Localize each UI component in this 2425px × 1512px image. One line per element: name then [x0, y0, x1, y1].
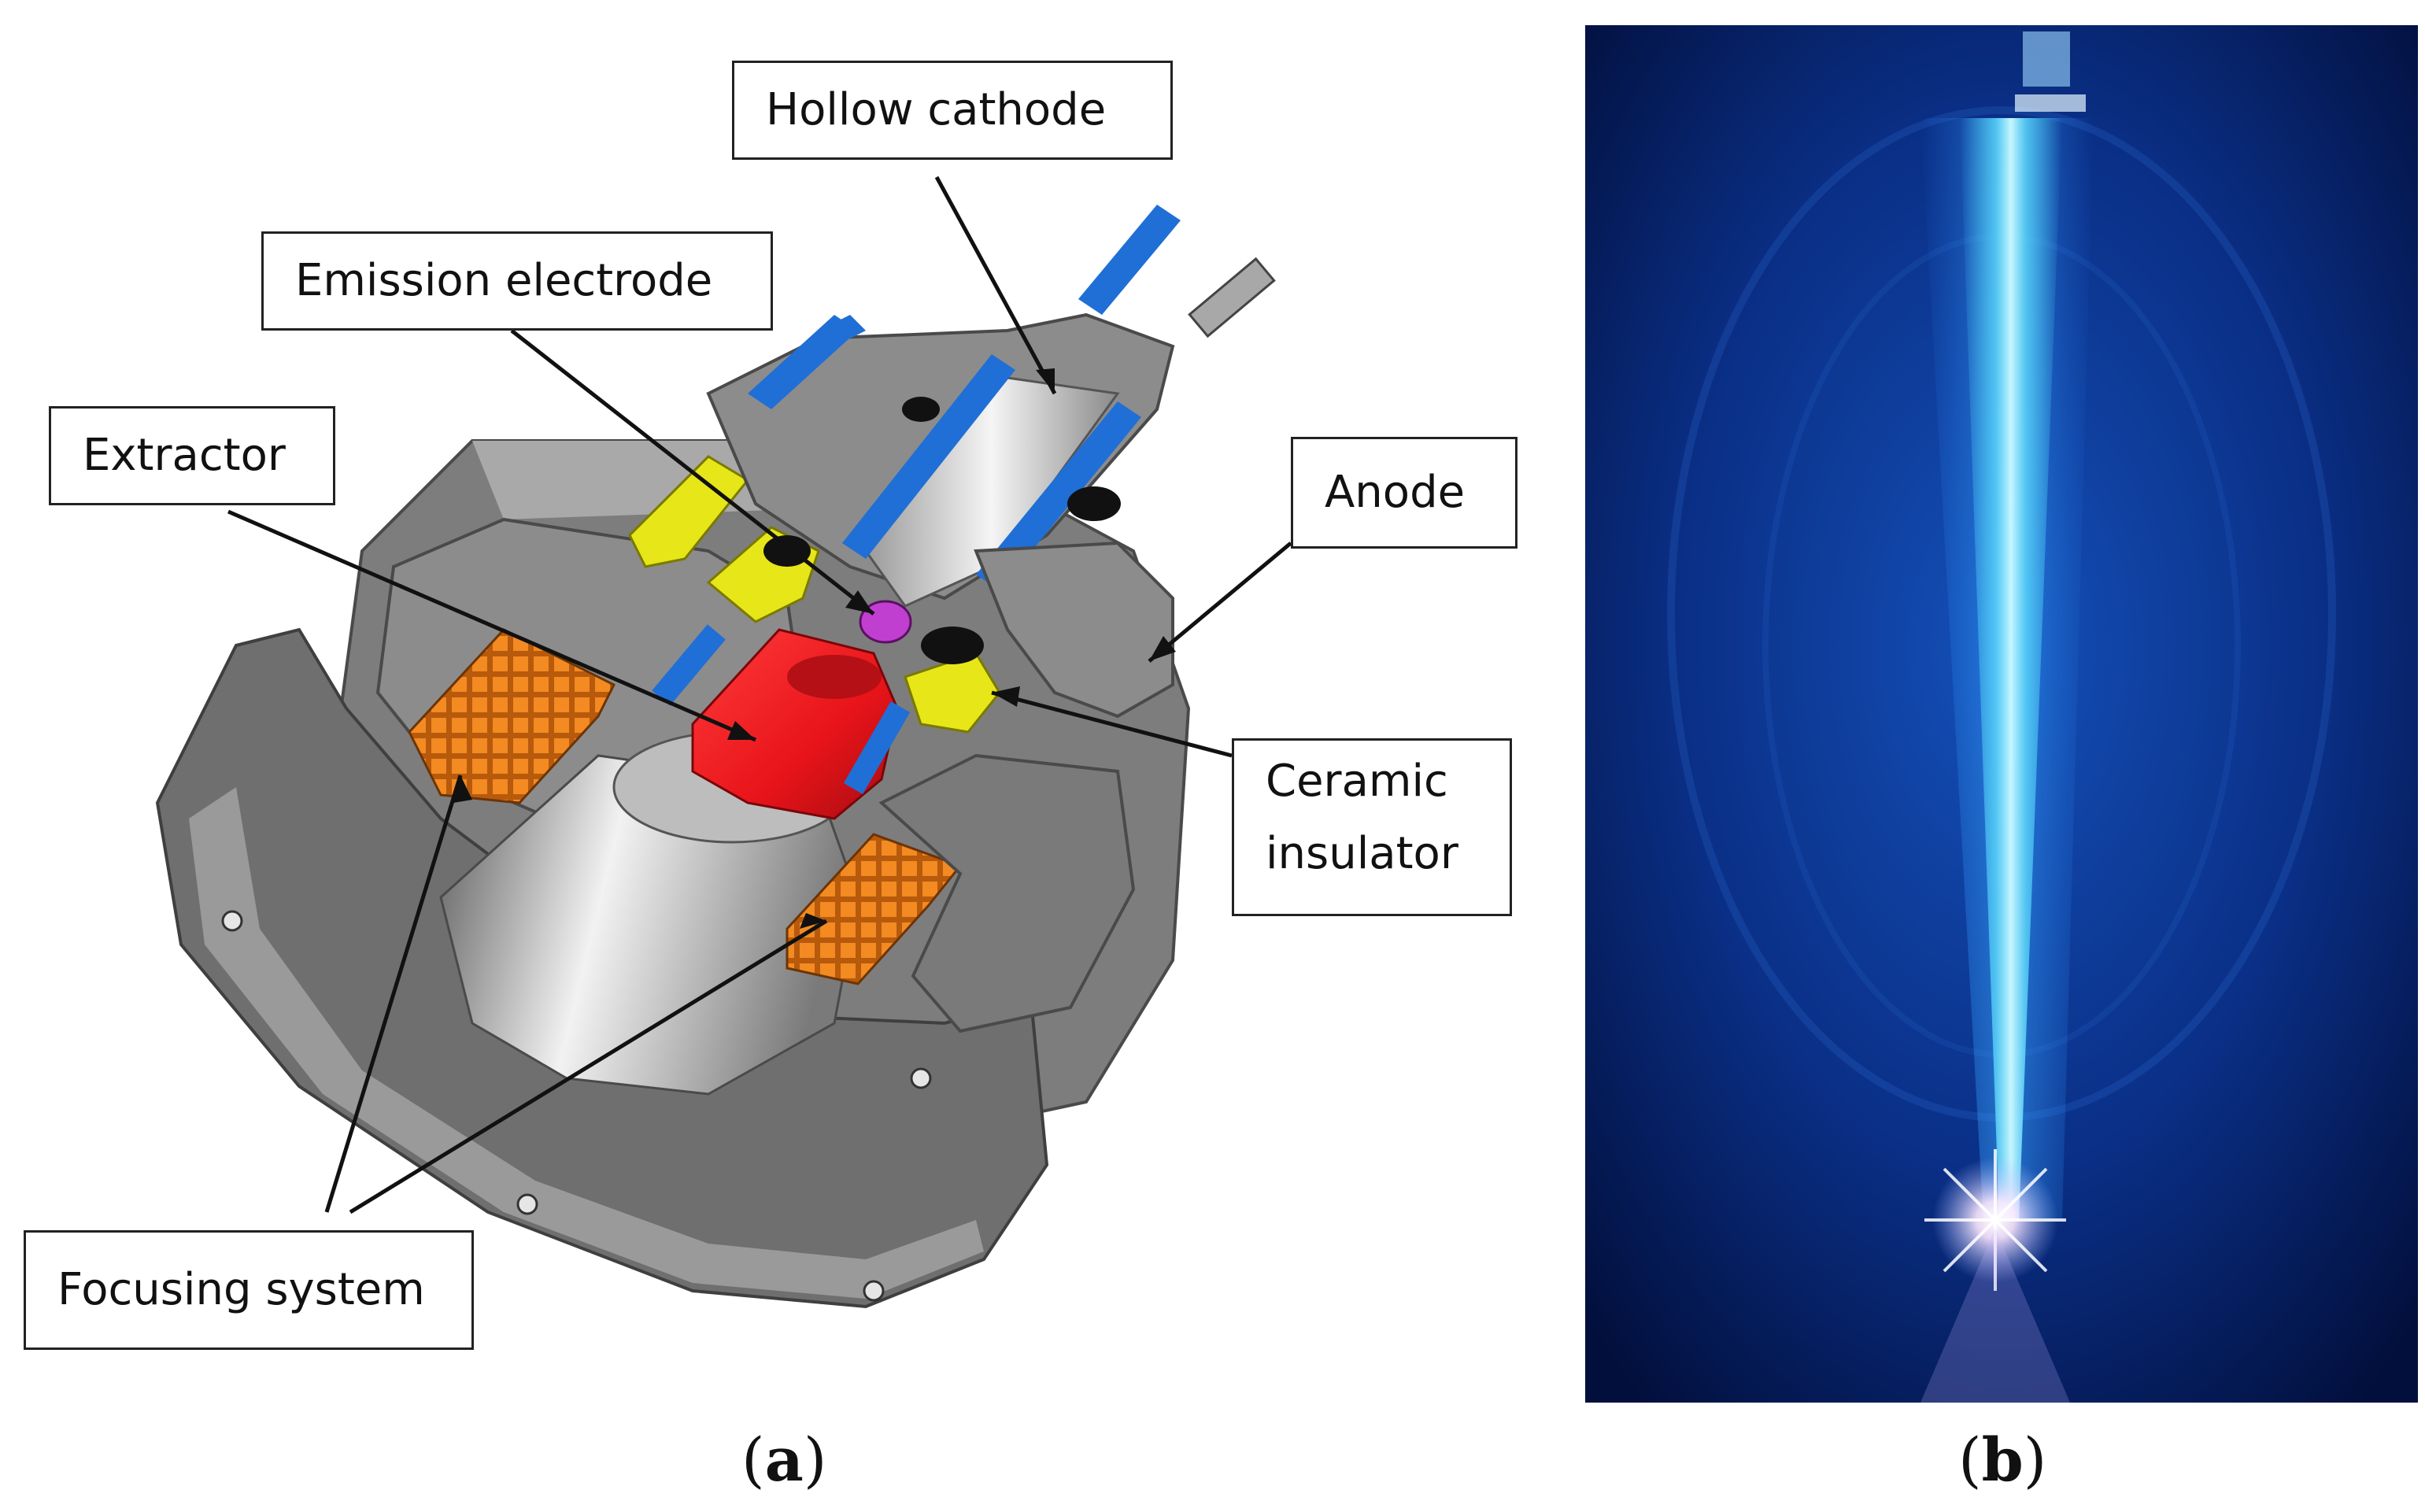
arrowhead	[992, 686, 1020, 707]
spark-spray	[1920, 1228, 2070, 1403]
gun-cutaway-drawing	[155, 205, 1276, 1309]
leader-lines	[227, 176, 1292, 1214]
leader-focusing-system-2	[349, 919, 828, 1214]
leader-ceramic-insulator	[991, 690, 1233, 758]
callout-focusing-system-text: Focusing system	[57, 1264, 425, 1315]
gun-nozzle-glare	[2015, 94, 2086, 112]
arrowhead	[1149, 636, 1176, 661]
callout-hollow-cathode-text: Hollow cathode	[766, 84, 1107, 135]
panel-label-b-letter: b	[1981, 1425, 2024, 1495]
leader-extractor	[227, 509, 756, 742]
leader-arrowheads	[453, 368, 1176, 929]
callout-ceramic-insulator-line1: Ceramic	[1266, 756, 1448, 807]
ceramic-insulator-left	[628, 455, 750, 568]
callout-ceramic-insulator-line2: insulator	[1266, 828, 1458, 879]
seal-ring	[921, 627, 984, 664]
bolt-hole	[910, 1067, 932, 1089]
arrowhead	[727, 721, 756, 740]
cathode-blue-cap	[1078, 205, 1181, 315]
leader-hollow-cathode	[934, 176, 1057, 395]
spark-ray	[1943, 1167, 2048, 1273]
arrowhead	[845, 590, 874, 614]
anode-block	[974, 541, 1174, 719]
seal-ring	[763, 535, 811, 567]
callout-extractor-text: Extractor	[83, 430, 286, 481]
cathode-blue-wall	[976, 401, 1141, 590]
arrowhead	[800, 913, 826, 929]
arrowhead	[1036, 368, 1055, 394]
arrowhead	[453, 775, 472, 803]
cathode-blue-cap	[819, 315, 866, 346]
beam-photograph	[1585, 25, 2418, 1403]
cathode-blue-wall	[842, 354, 1015, 559]
callout-anode: Anode	[1291, 437, 1517, 549]
leader-emission-electrode	[510, 329, 875, 616]
panel-label-a-letter: a	[764, 1425, 804, 1495]
callout-anode-text: Anode	[1325, 467, 1466, 518]
bolt-hole	[863, 1280, 885, 1302]
electrode-plate	[843, 701, 911, 794]
electrode-plate	[652, 624, 726, 706]
gas-inlet-fitting	[1188, 257, 1276, 338]
extractor-bore	[787, 655, 882, 699]
front-flange-rim	[189, 787, 984, 1299]
callout-extractor: Extractor	[49, 406, 335, 505]
seal-ring	[902, 397, 940, 422]
leader-anode	[1148, 542, 1292, 663]
callout-emission-electrode: Emission electrode	[261, 231, 773, 331]
callout-ceramic-insulator: Ceramic insulator	[1232, 738, 1512, 916]
focusing-coil-lower	[786, 833, 963, 985]
bolt-hole	[221, 910, 243, 932]
bolt-hole	[516, 1193, 538, 1215]
callout-focusing-system: Focusing system	[24, 1230, 474, 1350]
callout-emission-electrode-text: Emission electrode	[295, 255, 713, 306]
panel-label-b: (b)	[1958, 1425, 2047, 1495]
spark-rays	[1924, 1149, 2066, 1291]
seal-ring	[1067, 486, 1121, 521]
panel-label-a: (a)	[741, 1425, 827, 1495]
lower-right-housing	[878, 753, 1136, 1033]
gun-nozzle	[2023, 31, 2070, 87]
electron-beam	[1960, 118, 2062, 1220]
leader-focusing-system-1	[324, 774, 463, 1213]
callout-hollow-cathode: Hollow cathode	[732, 61, 1173, 160]
